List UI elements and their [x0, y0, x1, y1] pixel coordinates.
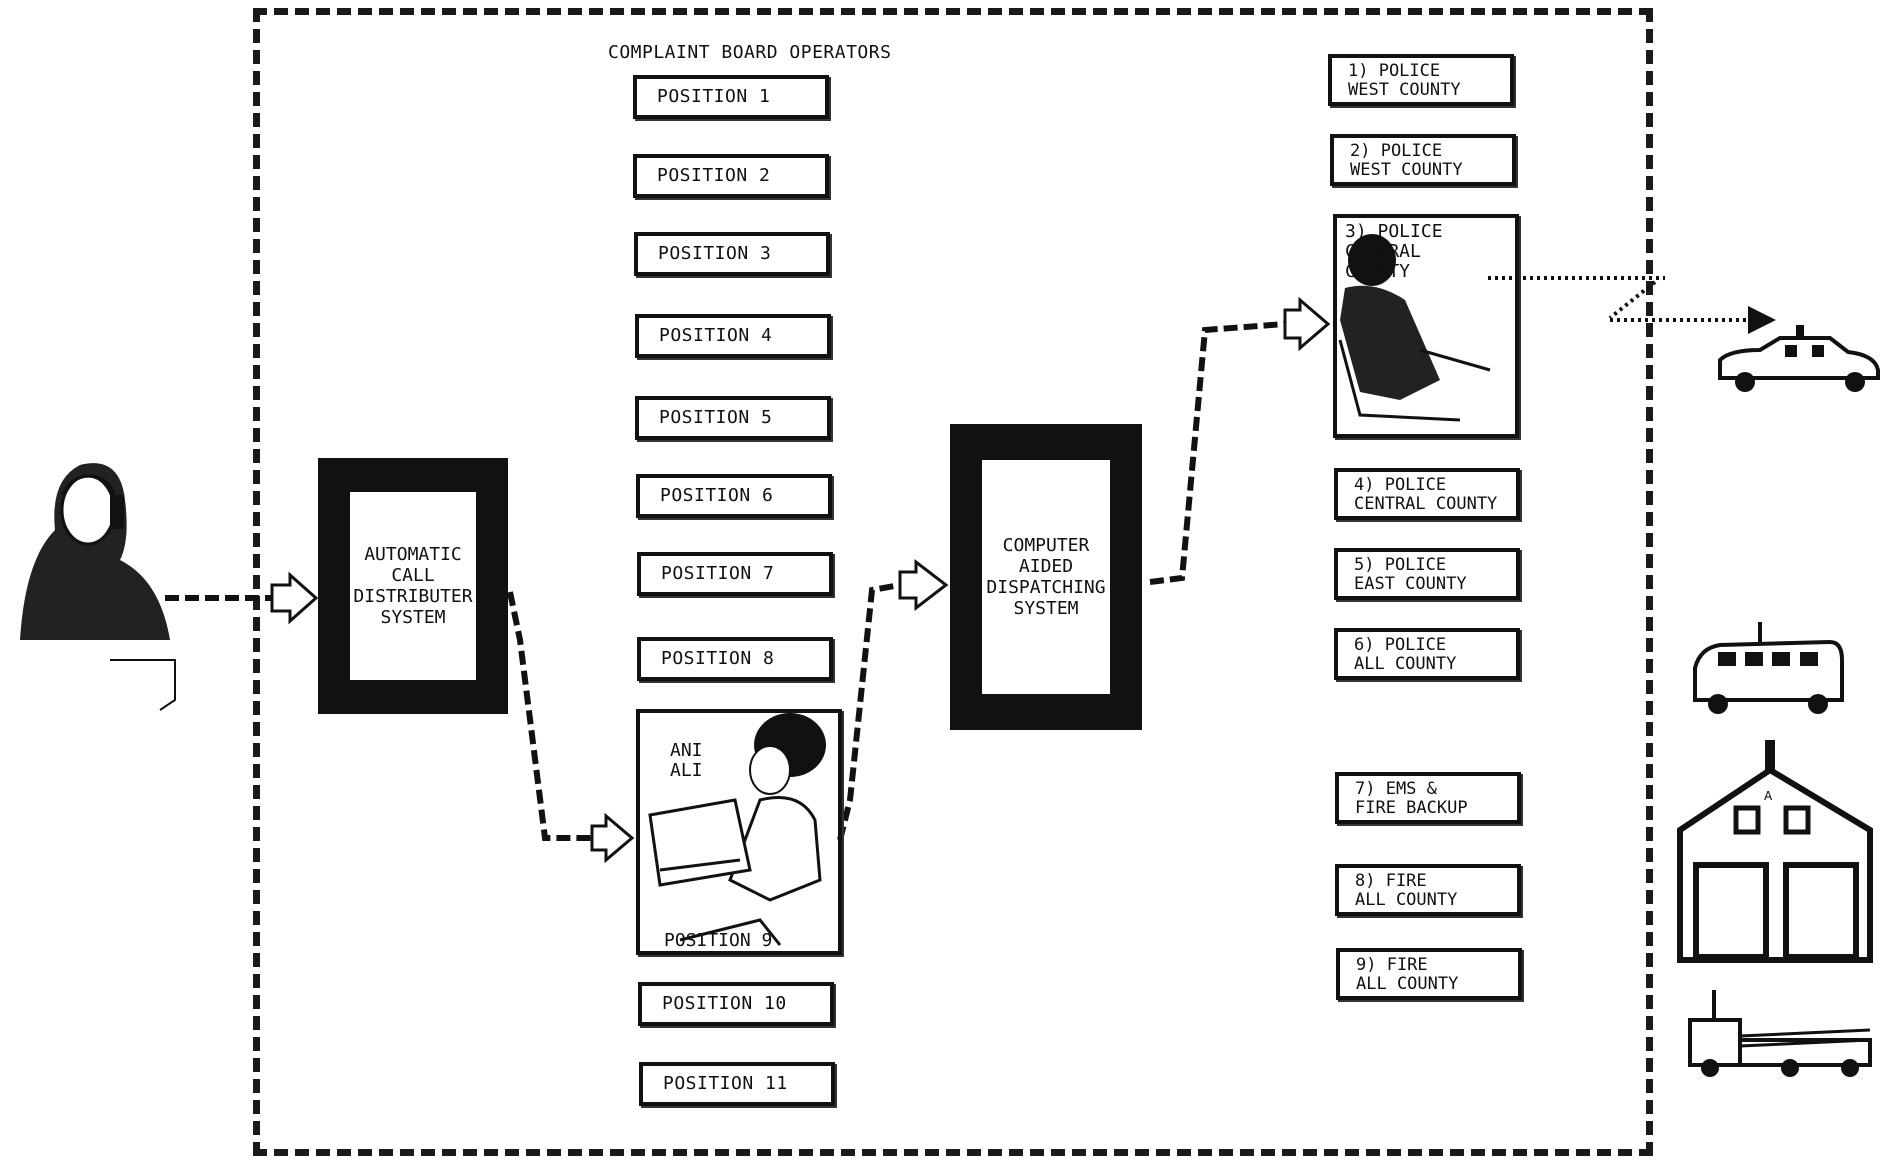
cad-to-agency3-arrow [1150, 300, 1328, 582]
radio-dispatch-link [1488, 278, 1776, 334]
acd-system-box: AUTOMATIC CALL DISTRIBUTER SYSTEM [318, 458, 508, 714]
position-box-4: POSITION 4 [635, 314, 831, 358]
agency-box-8: 8) FIRE ALL COUNTY [1335, 864, 1521, 916]
agency-3-label: 3) POLICE CENTRAL COUNTY [1345, 222, 1443, 282]
fire-station-illustration: A [1680, 740, 1870, 960]
caller-to-acd-arrow [165, 575, 316, 621]
position-box-10: POSITION 10 [638, 982, 834, 1026]
position-box-1: POSITION 1 [633, 75, 829, 119]
position-box-8: POSITION 8 [637, 637, 833, 681]
acd-to-position9-arrow [510, 592, 632, 860]
acd-system-label: AUTOMATIC CALL DISTRIBUTER SYSTEM [350, 492, 476, 680]
fire-truck-illustration [1690, 990, 1870, 1077]
caller-illustration [20, 463, 175, 710]
agency-box-6: 6) POLICE ALL COUNTY [1334, 628, 1520, 680]
position-box-5: POSITION 5 [635, 396, 831, 440]
ambulance-illustration [1695, 622, 1842, 714]
police-car-illustration [1720, 325, 1878, 392]
agency-box-4: 4) POLICE CENTRAL COUNTY [1334, 468, 1520, 520]
agency-box-1: 1) POLICE WEST COUNTY [1328, 54, 1514, 106]
position-box-3: POSITION 3 [634, 232, 830, 276]
ani-ali-label: ANI ALI [670, 741, 703, 781]
agency-box-2: 2) POLICE WEST COUNTY [1330, 134, 1516, 186]
svg-text:A: A [1764, 789, 1773, 803]
position-box-7: POSITION 7 [637, 552, 833, 596]
position-box-2: POSITION 2 [633, 154, 829, 198]
agency-box-7: 7) EMS & FIRE BACKUP [1335, 772, 1521, 824]
agency-box-5: 5) POLICE EAST COUNTY [1334, 548, 1520, 600]
position-box-11: POSITION 11 [639, 1062, 835, 1106]
position-box-9: ANI ALI POSITION 9 [636, 709, 842, 955]
position-box-6: POSITION 6 [636, 474, 832, 518]
position9-to-cad-arrow [840, 562, 946, 840]
agency-box-3: 3) POLICE CENTRAL COUNTY [1333, 214, 1519, 438]
cad-system-box: COMPUTER AIDED DISPATCHING SYSTEM [950, 424, 1142, 730]
position-9-label: POSITION 9 [664, 931, 772, 951]
agency-box-9: 9) FIRE ALL COUNTY [1336, 948, 1522, 1000]
cad-system-label: COMPUTER AIDED DISPATCHING SYSTEM [982, 460, 1110, 694]
